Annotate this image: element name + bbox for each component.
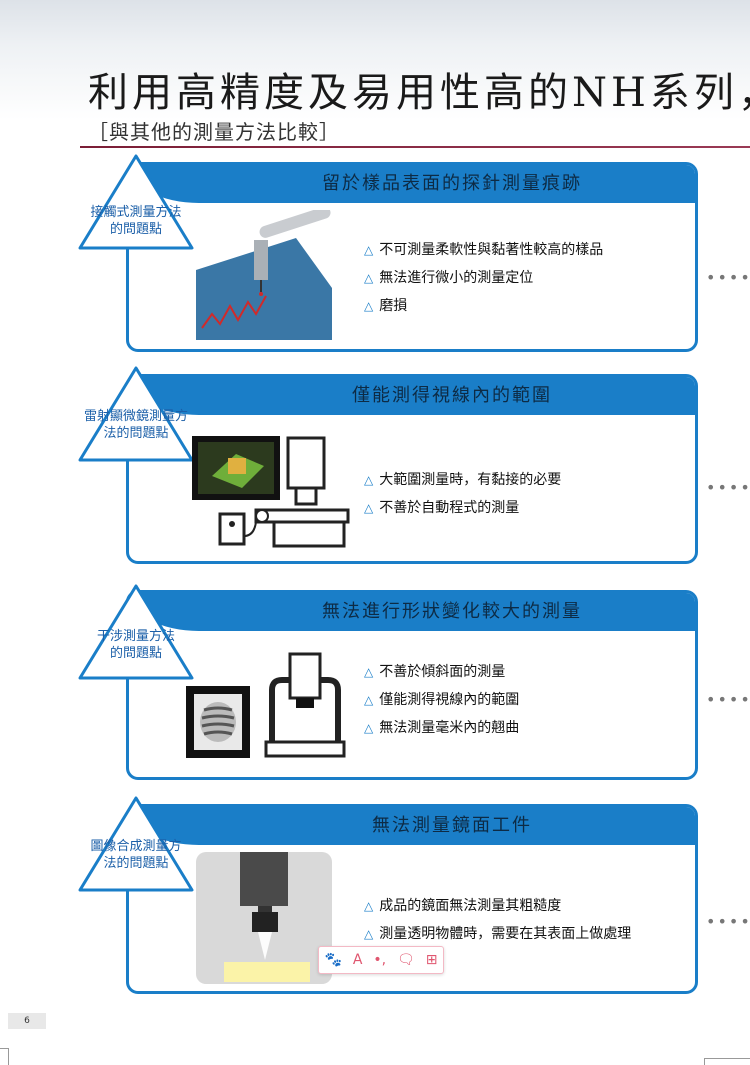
page-number: 6 (8, 1013, 46, 1029)
problem-item: △成品的鏡面無法測量其粗糙度 (364, 898, 562, 914)
method-label-line: 干涉測量方法 (96, 629, 175, 644)
problem-list-laser: △大範圍測量時，有黏接的必要 △不善於自動程式的測量 (364, 466, 561, 522)
problem-item: △大範圍測量時，有黏接的必要 (364, 472, 562, 488)
panel-header-bar (129, 165, 695, 203)
triangle-badge-icon (78, 154, 194, 250)
panel-headline: 無法進行形狀變化較大的測量 (322, 601, 582, 622)
problem-item: △無法進行微小的測量定位 (364, 270, 534, 286)
panel-header-bar (129, 807, 695, 845)
problem-item: △不善於自動程式的測量 (364, 500, 520, 516)
continuation-dots: •••• (706, 690, 750, 709)
comma-icon[interactable]: •, (373, 952, 387, 968)
problem-item: △磨損 (364, 298, 408, 314)
text-icon[interactable]: A (352, 952, 363, 968)
method-panel-interference: 無法進行形狀變化較大的測量 (126, 590, 698, 780)
triangle-badge-icon (78, 584, 194, 680)
paw-icon[interactable]: 🐾 (324, 952, 342, 968)
page-title: 利用高精度及易用性高的NH系列， (88, 70, 750, 116)
continuation-dots: •••• (706, 478, 750, 497)
method-label-line: 圖像合成測量方 (90, 839, 182, 854)
triangle-bullet-icon: △ (364, 299, 374, 313)
triangle-bullet-icon: △ (364, 271, 374, 285)
problem-item: △無法測量毫米內的翹曲 (364, 720, 520, 736)
comment-icon[interactable]: 🗨 (397, 952, 415, 968)
panel-headline: 無法測量鏡面工件 (372, 815, 532, 836)
method-label-line: 的問題點 (109, 222, 162, 237)
problem-item: △測量透明物體時，需要在其表面上做處理 (364, 926, 632, 942)
crop-mark (0, 1048, 9, 1065)
problem-list-interference: △不善於傾斜面的測量 △僅能測得視線內的範圍 △無法測量毫米內的翹曲 (364, 658, 519, 742)
camera-lens-illustration (196, 852, 332, 984)
triangle-bullet-icon: △ (364, 243, 374, 257)
problem-item: △不善於傾斜面的測量 (364, 664, 506, 680)
problem-list-image-composition: △成品的鏡面無法測量其粗糙度 △測量透明物體時，需要在其表面上做處理 (364, 892, 631, 948)
interferometer-illustration (186, 652, 346, 758)
triangle-bullet-icon: △ (364, 501, 374, 515)
triangle-badge-icon (78, 796, 194, 892)
stylus-probe-illustration (196, 210, 332, 340)
triangle-bullet-icon: △ (364, 899, 374, 913)
method-label-image-composition: 圖像合成測量方 法的問題點 (74, 838, 198, 872)
title-rule (80, 146, 750, 148)
grid-icon[interactable]: ⊞ (425, 952, 438, 968)
method-label-line: 的問題點 (109, 646, 162, 661)
method-label-laser: 雷射顯微鏡測量方 法的問題點 (74, 408, 198, 442)
method-label-interference: 干涉測量方法 的問題點 (74, 628, 198, 662)
crop-mark (704, 1058, 750, 1065)
triangle-bullet-icon: △ (364, 927, 374, 941)
method-label-contact: 接觸式測量方法 的問題點 (74, 204, 198, 238)
header-band (0, 0, 750, 140)
triangle-bullet-icon: △ (364, 721, 374, 735)
problem-item: △僅能測得視線內的範圍 (364, 692, 520, 708)
annotation-toolbar[interactable]: 🐾 A •, 🗨 ⊞ (318, 946, 444, 974)
triangle-bullet-icon: △ (364, 665, 374, 679)
problem-item: △不可測量柔軟性與黏著性較高的樣品 (364, 242, 604, 258)
triangle-bullet-icon: △ (364, 693, 374, 707)
panel-header-bar (129, 377, 695, 415)
method-label-line: 接觸式測量方法 (90, 205, 182, 220)
method-label-line: 法的問題點 (103, 856, 169, 871)
problem-list-contact: △不可測量柔軟性與黏著性較高的樣品 △無法進行微小的測量定位 △磨損 (364, 236, 603, 320)
page-subtitle: ［與其他的測量方法比較］ (88, 120, 340, 144)
triangle-bullet-icon: △ (364, 473, 374, 487)
triangle-badge-icon (78, 366, 194, 462)
panel-headline: 留於樣品表面的探針測量痕跡 (322, 173, 582, 194)
method-label-line: 法的問題點 (103, 426, 169, 441)
method-label-line: 雷射顯微鏡測量方 (83, 409, 188, 424)
panel-header-bar (129, 593, 695, 631)
continuation-dots: •••• (706, 912, 750, 931)
continuation-dots: •••• (706, 268, 750, 287)
laser-microscope-illustration (192, 436, 350, 548)
panel-headline: 僅能測得視線內的範圍 (352, 385, 552, 406)
